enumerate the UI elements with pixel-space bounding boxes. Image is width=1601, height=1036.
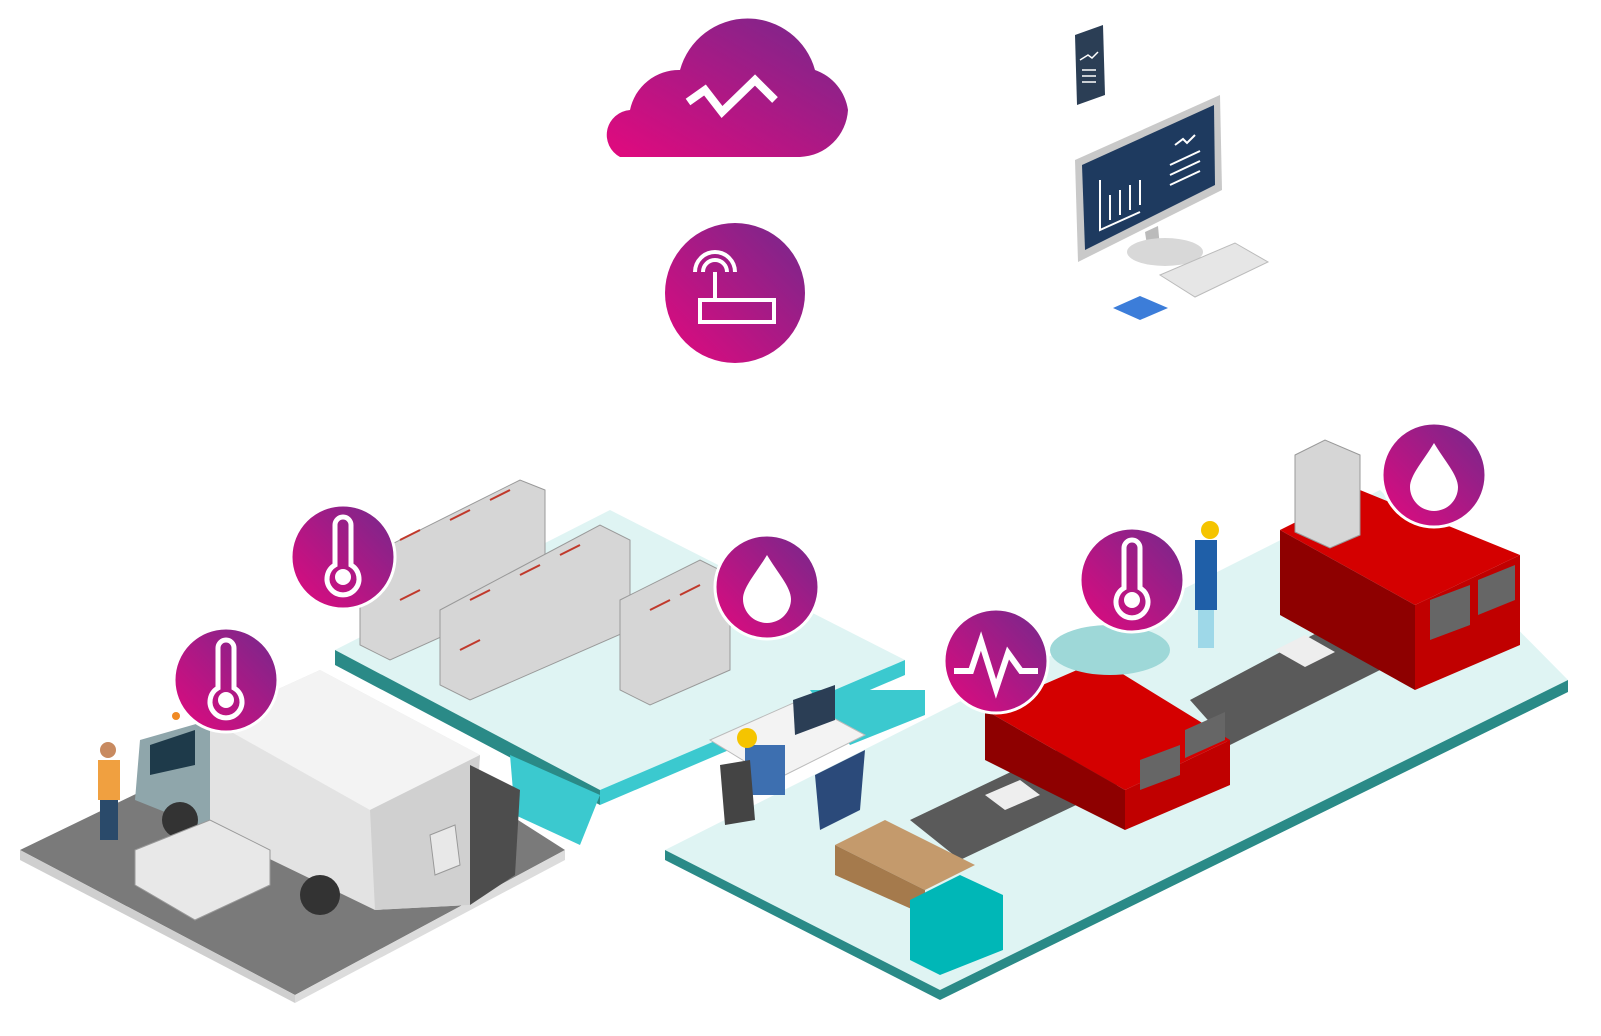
humidity-drop-icon bbox=[1380, 421, 1488, 529]
tablet-report-icon bbox=[1075, 25, 1105, 105]
packing-station bbox=[835, 820, 1003, 975]
vibration-pulse-icon bbox=[942, 607, 1050, 715]
operator-desk bbox=[708, 685, 867, 830]
dashboard-monitor-icon bbox=[1075, 95, 1270, 320]
thermometer-icon bbox=[289, 503, 397, 611]
humidity-drop-icon bbox=[713, 533, 821, 641]
processing-machine-2 bbox=[1280, 439, 1520, 690]
thermometer-icon bbox=[1078, 526, 1186, 634]
worker-factory bbox=[1195, 521, 1219, 648]
processing-machine-1 bbox=[985, 625, 1230, 830]
cloud-analytics-icon bbox=[606, 18, 848, 157]
pallet-boxes bbox=[134, 819, 461, 921]
warehouse-shelves bbox=[359, 479, 731, 706]
delivery-truck bbox=[135, 670, 520, 915]
thermometer-icon bbox=[172, 626, 280, 734]
worker-truck bbox=[98, 742, 120, 840]
wifi-router-icon bbox=[665, 223, 805, 363]
